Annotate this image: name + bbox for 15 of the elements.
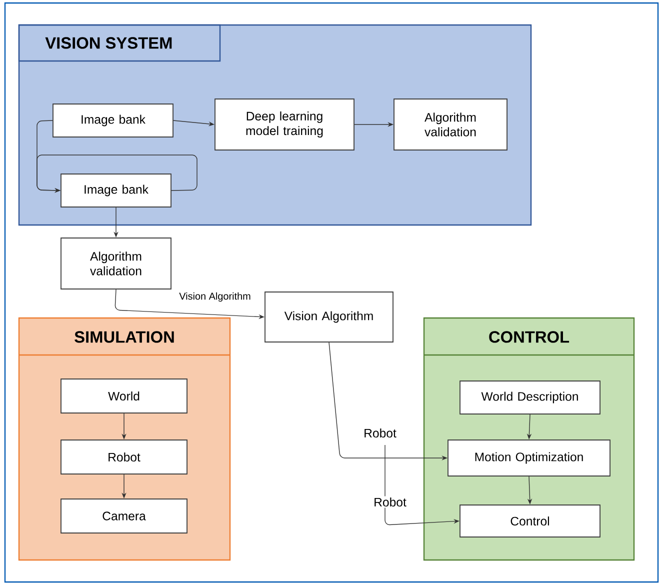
process-box: Image bank xyxy=(60,174,172,208)
process-box: Algorithm validation xyxy=(60,238,172,290)
process-box: Image bank xyxy=(52,104,174,138)
process-box: Vision Algorithm xyxy=(264,292,394,342)
edge-label: Robot xyxy=(362,427,398,439)
process-box: Deep learning model training xyxy=(214,98,354,150)
process-box: Motion Optimization xyxy=(448,440,610,476)
process-box: Control xyxy=(460,504,600,538)
process-box: Algorithm validation xyxy=(394,98,508,150)
edge-label: Vision Algorithm xyxy=(178,291,252,303)
process-box: Camera xyxy=(60,498,188,534)
process-box: World xyxy=(60,378,188,414)
edge-label: Robot xyxy=(372,496,408,508)
process-box: World Description xyxy=(460,380,600,414)
process-box: Robot xyxy=(60,440,188,474)
